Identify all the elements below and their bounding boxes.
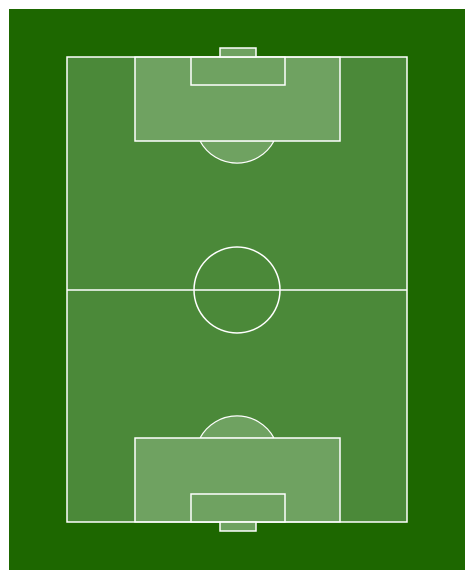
center-circle <box>193 246 281 334</box>
top-goal-area <box>190 56 286 86</box>
bottom-goal-area <box>190 493 286 523</box>
bottom-goal <box>219 521 257 532</box>
bottom-penalty-arc <box>198 415 276 439</box>
top-goal <box>219 47 257 58</box>
top-penalty-arc <box>198 140 276 164</box>
touchline-boundary <box>66 56 408 523</box>
